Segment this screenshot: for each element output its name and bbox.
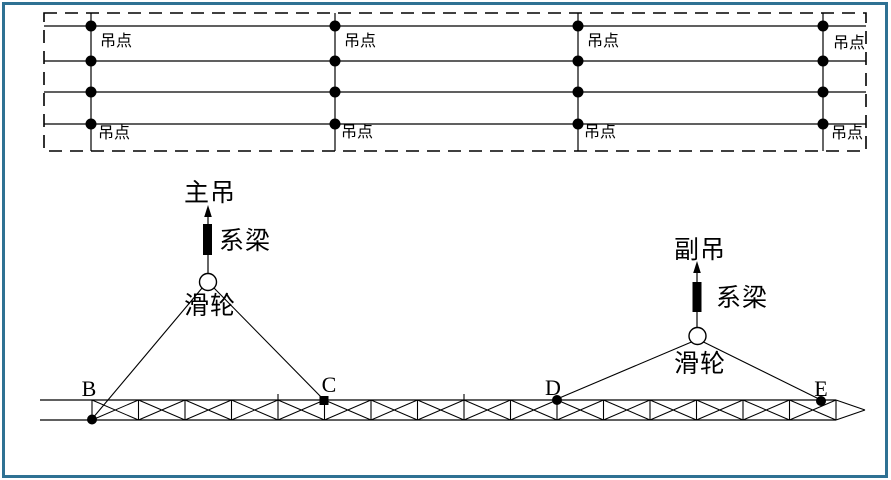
point-d-marker	[552, 395, 562, 405]
point-d-label: D	[545, 375, 561, 400]
hoist-point-dot	[817, 20, 829, 32]
hoist-point-dot	[329, 86, 341, 98]
truss-girder	[40, 394, 866, 421]
hoist-point-dot	[572, 55, 584, 67]
point-b-label: B	[82, 376, 97, 401]
hoist-point-label: 吊点	[833, 34, 865, 52]
main-sling-left	[91, 287, 203, 420]
point-e-marker	[816, 396, 826, 406]
truss-diagonal	[91, 399, 139, 421]
hoist-point-label: 吊点	[587, 32, 619, 50]
plan-grid	[44, 13, 866, 151]
aux-sling-right	[703, 341, 822, 401]
point-b-marker	[87, 414, 97, 425]
truss-diagonal	[138, 399, 186, 421]
aux-crane-label: 副吊	[674, 237, 726, 264]
truss-diagonal	[277, 399, 325, 421]
truss-diagonal	[789, 399, 837, 421]
truss-diagonal	[417, 399, 465, 421]
truss-diagonal	[603, 399, 651, 421]
main-crane-label: 主吊	[184, 179, 236, 207]
truss-diagonal	[184, 399, 232, 421]
aux-sling-left	[556, 341, 692, 400]
aux-crane-assembly: 副吊 系梁 滑轮	[556, 237, 822, 401]
hoist-point-label: 吊点	[341, 123, 373, 141]
main-crane-assembly: 主吊 系梁 滑轮	[91, 179, 325, 420]
truss-tip-top	[835, 399, 866, 411]
hoist-point-dot	[572, 118, 584, 130]
hoist-point-label: 吊点	[344, 32, 376, 50]
hoist-point-label: 吊点	[831, 124, 863, 142]
hoist-point-label: 吊点	[100, 32, 132, 50]
hoist-point-dot	[85, 55, 97, 67]
main-tie-beam-label: 系梁	[219, 227, 271, 255]
hoist-point-label: 吊点	[584, 123, 616, 141]
aux-hook-arrow-icon	[693, 261, 701, 273]
hoist-point-dot	[329, 118, 341, 130]
point-c-marker	[319, 396, 329, 405]
hoist-point-dot	[85, 118, 97, 130]
hoist-point-dot	[329, 55, 341, 67]
hoist-point-dot	[572, 20, 584, 32]
truss-diagonal	[370, 399, 418, 421]
hoist-point-dot	[817, 86, 829, 98]
truss-tip-bottom	[835, 409, 866, 421]
truss-diagonal	[556, 399, 604, 421]
hoist-point-dot	[85, 20, 97, 32]
main-pulley-circle	[198, 272, 218, 292]
hoist-point-label: 吊点	[98, 124, 130, 142]
truss-diagonal	[649, 399, 697, 421]
hoist-point-dot	[572, 86, 584, 98]
main-pulley-label: 滑轮	[184, 292, 236, 320]
main-sling-right	[213, 287, 325, 401]
point-e-label: E	[814, 376, 827, 401]
main-hook-arrow-icon	[204, 205, 212, 217]
truss-diagonal	[696, 399, 744, 421]
hoist-point-dot	[817, 118, 829, 130]
aux-pulley-circle	[688, 326, 707, 346]
main-tie-beam-bar	[203, 224, 212, 255]
truss-diagonal	[324, 399, 372, 421]
truss-diagonal	[510, 399, 558, 421]
hoist-point-dot	[85, 86, 97, 98]
truss-diagonal	[463, 399, 511, 421]
aux-tie-beam-label: 系梁	[716, 284, 768, 312]
truss-diagonal	[231, 399, 279, 421]
elevation-view: 主吊 系梁 滑轮 副吊 系梁 滑轮 B C	[40, 179, 866, 425]
plan-view: 吊点 吊点 吊点 吊点 吊点 吊点 吊点 吊点	[43, 12, 867, 152]
hoist-point-dot	[329, 20, 341, 32]
aux-tie-beam-bar	[692, 282, 702, 312]
truss-diagonal	[742, 399, 790, 421]
aux-pulley-label: 滑轮	[674, 350, 726, 378]
plan-dashed-outline	[43, 12, 867, 152]
hoist-point-dot	[817, 55, 829, 67]
point-c-label: C	[322, 372, 337, 397]
